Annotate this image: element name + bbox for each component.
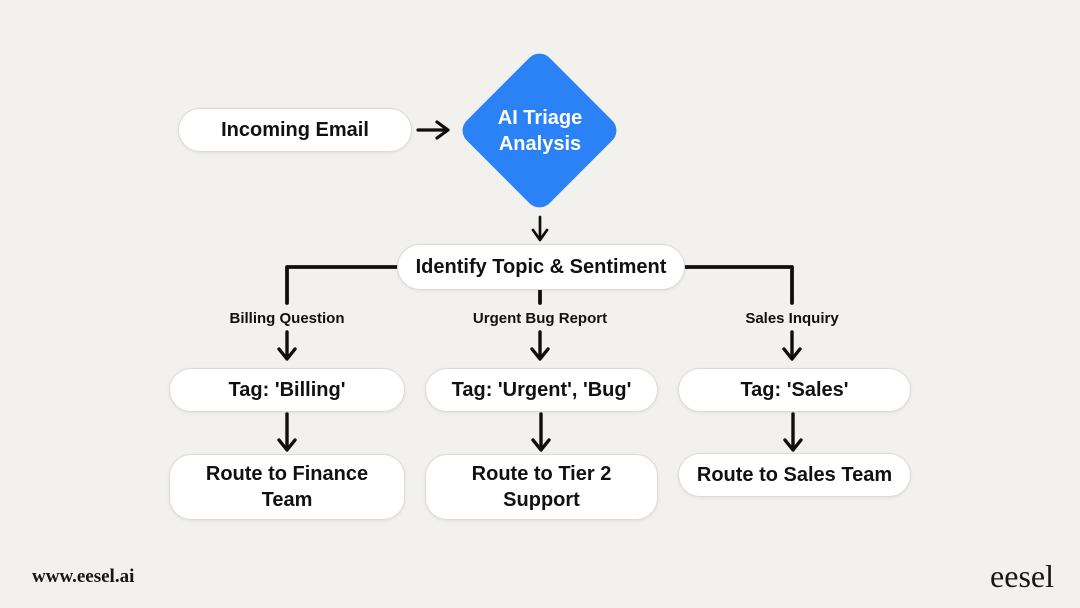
connector-identify-to-billing — [285, 265, 399, 305]
node-identify-topic-sentiment: Identify Topic & Sentiment — [397, 244, 685, 290]
node-ai-triage-label: AI Triage Analysis — [497, 107, 583, 155]
branch-label-billing-question: Billing Question — [229, 310, 345, 327]
node-route-tier2-support: Route to Tier 2 Support — [425, 454, 658, 520]
eesel-logo: eesel — [990, 558, 1054, 594]
arrow-sales-to-tag-icon — [782, 330, 802, 361]
node-tag-sales: Tag: 'Sales' — [678, 368, 911, 412]
node-incoming-email: Incoming Email — [178, 108, 412, 152]
node-route-sales-team: Route to Sales Team — [678, 453, 911, 497]
node-route-finance-team: Route to Finance Team — [169, 454, 405, 520]
node-tag-billing: Tag: 'Billing' — [169, 368, 405, 412]
connector-identify-to-sales — [683, 265, 794, 305]
arrow-email-to-triage-icon — [416, 120, 450, 140]
branch-label-urgent-bug-report: Urgent Bug Report — [472, 310, 608, 327]
arrow-urgent-to-tag-icon — [530, 330, 550, 361]
arrow-triage-to-identify-icon — [531, 215, 549, 242]
arrow-tag-sales-to-route-icon — [783, 412, 803, 452]
website-url: www.eesel.ai — [32, 566, 135, 587]
arrow-tag-billing-to-route-icon — [277, 412, 297, 452]
node-tag-urgent-bug: Tag: 'Urgent', 'Bug' — [425, 368, 658, 412]
arrow-billing-to-tag-icon — [277, 330, 297, 361]
branch-label-sales-inquiry: Sales Inquiry — [745, 310, 839, 327]
arrow-tag-urgent-to-route-icon — [531, 412, 551, 452]
